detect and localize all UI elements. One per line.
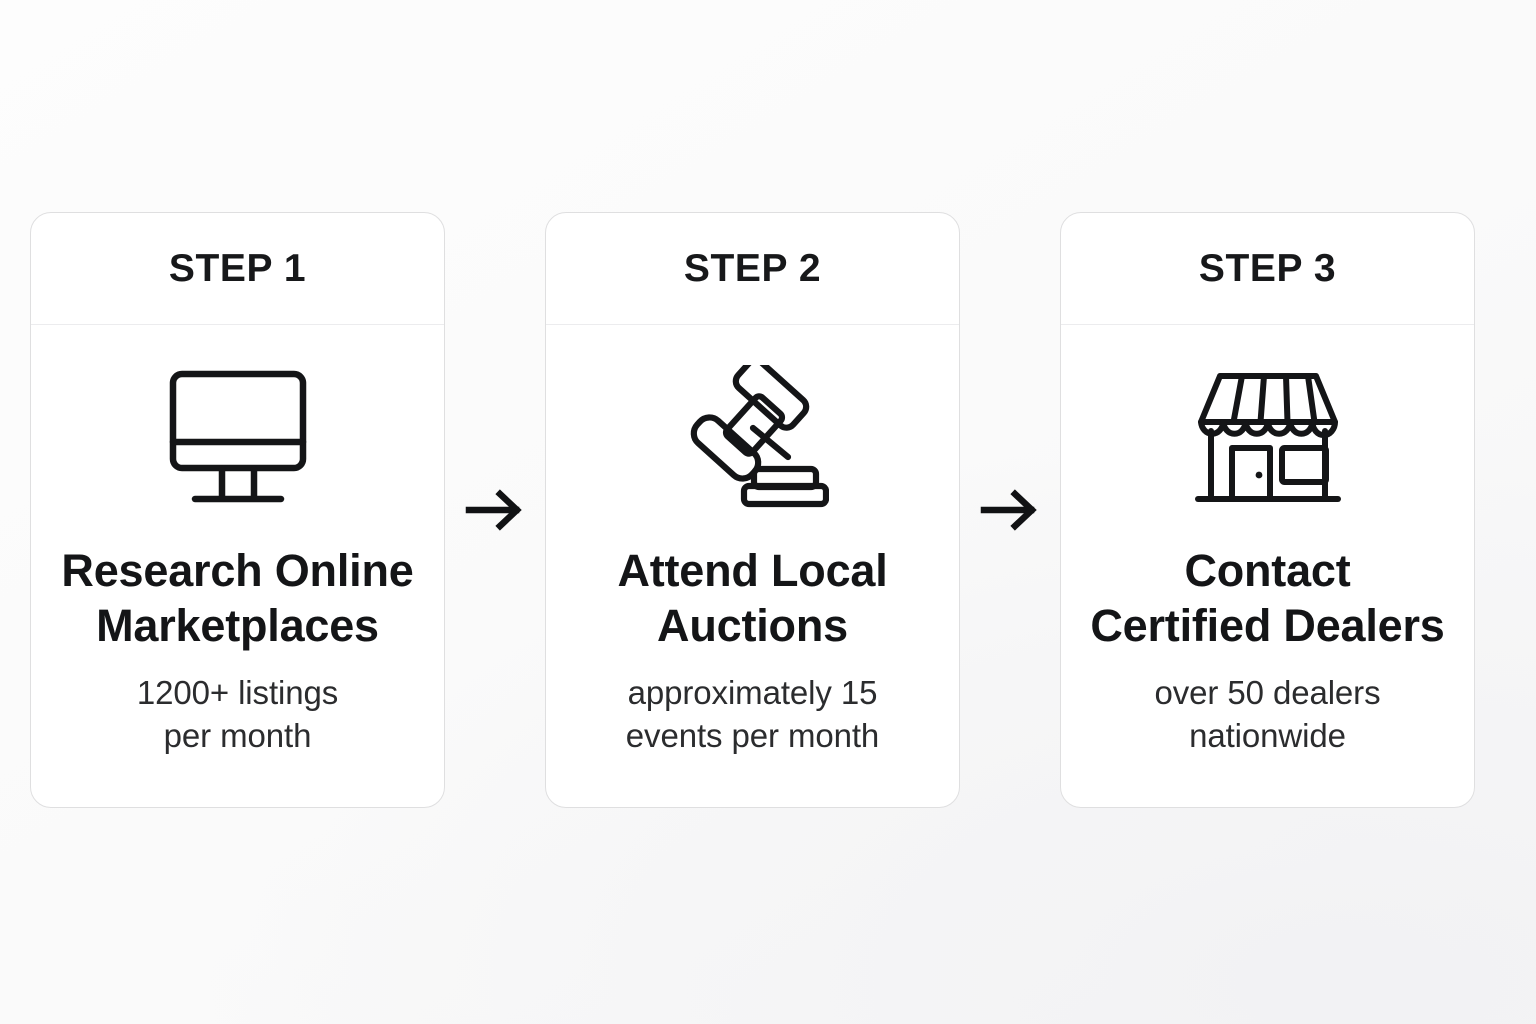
step-card-3-step-label: STEP 3 [1198,247,1337,290]
step-card-3[interactable]: STEP 3 [1060,212,1475,808]
monitor-icon [162,364,314,516]
step-card-3-title: Contact Certified Dealers [1090,545,1445,651]
step-card-1[interactable]: STEP 1 Research Online Marketplaces 1200… [30,212,445,808]
step-card-3-header: STEP 3 [1061,213,1474,325]
step-card-3-subtitle: over 50 dealers nationwide [1154,673,1381,754]
step-card-1-title: Research Online Marketplaces [61,545,414,651]
step-card-1-header: STEP 1 [31,213,444,325]
gavel-icon [677,364,829,516]
step-card-2[interactable]: STEP 2 [545,212,960,808]
storefront-icon [1188,364,1348,516]
step-card-2-subtitle: approximately 15 events per month [625,673,880,754]
step-card-2-title: Attend Local Auctions [617,545,888,651]
step-card-1-subtitle: 1200+ listings per month [136,673,339,754]
step-card-3-body: Contact Certified Dealers over 50 dealer… [1061,325,1474,807]
step-card-1-step-label: STEP 1 [168,247,307,290]
step-card-2-step-label: STEP 2 [683,247,822,290]
process-flow: STEP 1 Research Online Marketplaces 1200… [30,212,1475,808]
flow-arrow-2 [960,212,1060,808]
step-card-2-body: Attend Local Auctions approximately 15 e… [546,325,959,807]
flow-arrow-1 [445,212,545,808]
step-card-2-header: STEP 2 [546,213,959,325]
step-card-1-body: Research Online Marketplaces 1200+ listi… [31,325,444,807]
